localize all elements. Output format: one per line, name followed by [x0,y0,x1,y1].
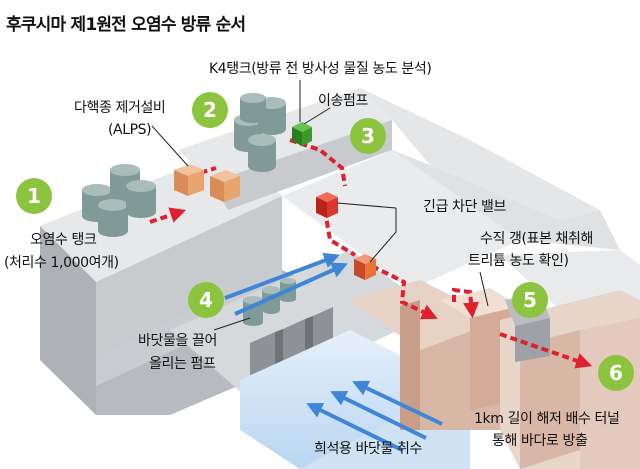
label-alps-line1: 다핵종 제거설비 [74,100,166,116]
step-badge-5: 5 [512,282,548,318]
step-badge-2: 2 [192,92,228,128]
label-k4-tank: K4탱크(방류 전 방사성 물질 농도 분석) [209,61,432,77]
lower-structure [96,250,420,415]
k4-tanks [234,93,286,172]
terrace-2 [178,88,392,210]
label-shaft-line1: 수직 갱(표본 채취해 [480,231,594,247]
step-badge-6: 6 [598,355,634,391]
label-intake: 희석용 바닷물 취수 [314,441,422,457]
contaminated-water-tanks [82,164,156,237]
label-tunnel-line1: 1km 길이 해저 배수 터널 [474,411,620,427]
label-tank-line1: 오염수 탱크 [30,232,97,248]
step-badge-1: 1 [16,178,52,214]
label-pump-line2: 올리는 펌프 [149,356,216,372]
step-badge-4: 4 [188,282,224,318]
seawater-flow [224,252,443,452]
terrace-3 [282,88,620,290]
emergency-valve-cube-2 [354,254,376,280]
leader-lines [151,80,489,331]
alps-units [174,164,240,202]
label-pump-line1: 바닷물을 끌어 [138,333,217,349]
step-badge-3: 3 [350,118,386,154]
label-tank-line2: (처리수 1,000여개) [4,255,119,271]
label-emergency-valve: 긴급 차단 밸브 [423,199,506,215]
page-title: 후쿠시마 제1원전 오염수 방류 순서 [6,15,246,35]
label-alps-line2: (ALPS) [108,122,152,138]
transfer-pump-cube [292,122,312,146]
emergency-valve-cube-1 [316,192,338,218]
treated-water-flow [149,138,593,369]
label-shaft-line2: 트리튬 농도 확인) [468,253,569,269]
label-tunnel-line2: 통해 바다로 방출 [492,433,588,449]
label-transfer-pump: 이송펌프 [318,93,368,109]
